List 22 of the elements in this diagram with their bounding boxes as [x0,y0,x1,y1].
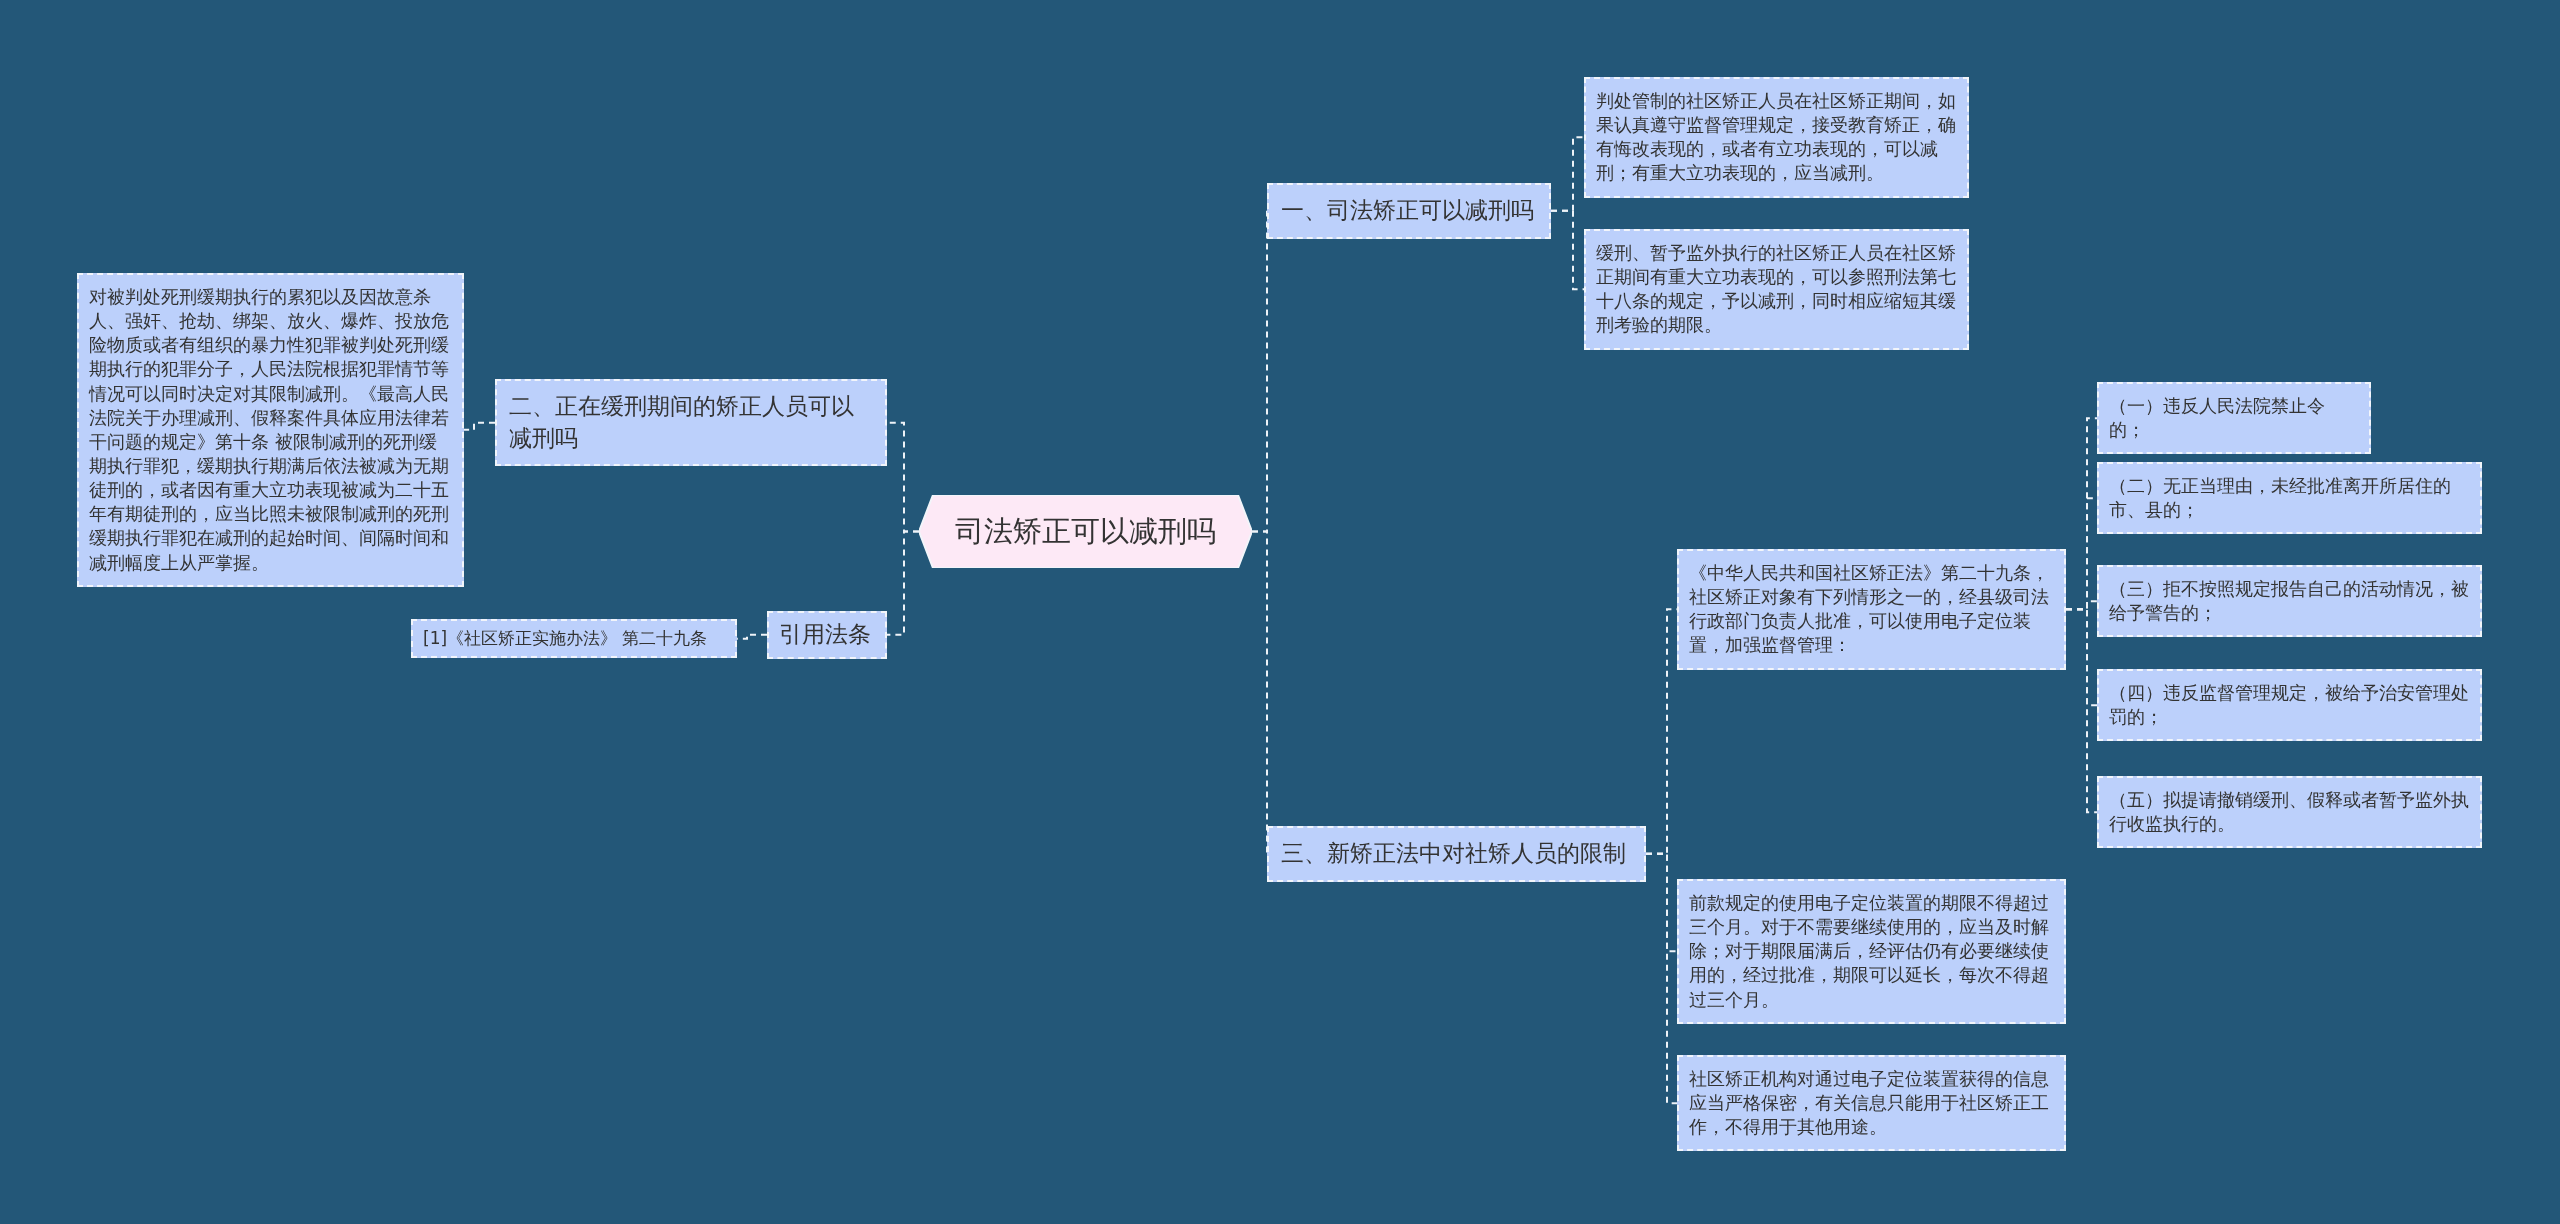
connector [463,421,496,431]
text-box: 判处管制的社区矫正人员在社区矫正期间，如果认真遵守监督管理规定，接受教育矫正，确有悔改表现的，或者有立功表现的，可以减刑；有重大立功表现的，应当减刑。 [1584,77,1969,198]
text-box: （四）违反监督管理规定，被给予治安管理处罚的； [2097,669,2482,742]
topic-box: 二、正在缓刑期间的矫正人员可以减刑吗 [495,379,887,467]
connector [1645,852,1678,1105]
text-box: 社区矫正机构对通过电子定位装置获得的信息应当严格保密，有关信息只能用于社区矫正工作，不得用于其他用途。 [1677,1055,2066,1152]
text-box: （一）违反人民法院禁止令的； [2097,382,2371,455]
connector [1550,209,1585,291]
text-box: （二）无正当理由，未经批准离开所居住的市、县的； [2097,462,2482,535]
topic-box: 三、新矫正法中对社矫人员的限制 [1267,826,1646,882]
connector [2065,608,2098,814]
connector [886,530,920,636]
text-box: 缓刑、暂予监外执行的社区矫正人员在社区矫正期间有重大立功表现的，可以参照刑法第七十八条的规定，予以减刑，同时相应缩短其缓刑考验的期限。 [1584,229,1969,350]
text-box: 对被判处死刑缓期执行的累犯以及因故意杀人、强奸、抢劫、绑架、放火、爆炸、投放危险物质或者有组织的暴力性犯罪被判处死刑缓期执行的犯罪分子，人民法院根据犯罪情节等情况可以同时决定对其限制减刑。《最高人民法院关于办理减刑、假释案件具体应用法律若干问题的规定》第十条 被限制减刑的死刑缓期执行罪犯，缓期执行期满后依法被减为无期徒刑的，或者因有重大立功表现被减为二十五年有期徒刑的，应当比照未被限制减刑的死刑缓期执行罪犯在减刑的起始时间、间隔时间和减刑幅度上从严掌握。 [77,273,464,587]
text-box: （三）拒不按照规定报告自己的活动情况，被给予警告的； [2097,565,2482,638]
topic-box: 引用法条 [767,611,887,659]
text-box: 《中华人民共和国社区矫正法》第二十九条，社区矫正对象有下列情形之一的，经县级司法行政部门负责人批准，可以使用电子定位装置，加强监督管理： [1677,549,2066,670]
topic-box: 一、司法矫正可以减刑吗 [1267,183,1551,239]
text-box: 前款规定的使用电子定位装置的期限不得超过三个月。对于不需要继续使用的，应当及时解除；对于期限届满后，经评估仍有必要继续使用的，经过批准，期限可以延长，每次不得超过三个月。 [1677,879,2066,1024]
text-box: [1]《社区矫正实施办法》 第二十九条 [411,619,737,659]
text-box: （五）拟提请撤销缓刑、假释或者暂予监外执行收监执行的。 [2097,776,2482,849]
central-topic: 司法矫正可以减刑吗 [919,495,1252,568]
